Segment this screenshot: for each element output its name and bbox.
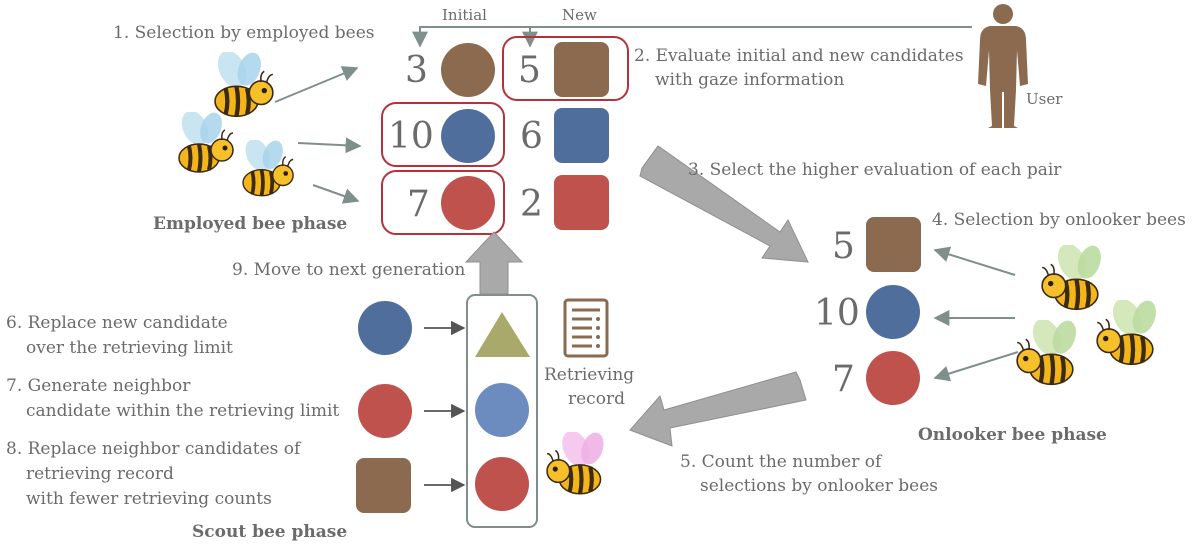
pair-3-initial-candidate xyxy=(441,176,495,230)
scout-phase-label: Scout bee phase xyxy=(192,522,347,542)
step-5-label-line-1: 5. Count the number of xyxy=(680,452,883,472)
pair-3-new-candidate xyxy=(554,175,609,230)
bee-icon xyxy=(238,140,295,198)
user-label: User xyxy=(1026,90,1063,108)
pair-2-new-candidate xyxy=(554,108,609,163)
bee-icon xyxy=(547,426,608,493)
arrow-bee-to-pair-2 xyxy=(297,137,362,154)
step-5-label-line-2: selections by onlooker bees xyxy=(700,476,938,496)
onlooker-phase-label: Onlooker bee phase xyxy=(918,425,1107,445)
person-silhouette-icon xyxy=(978,4,1028,128)
retrieving-record-candidates-box xyxy=(466,294,538,528)
scout-neighbor-candidate xyxy=(475,383,529,437)
arrow-onlooker-to-candidate-3 xyxy=(933,351,1019,382)
pair-1-selected-highlight xyxy=(502,36,629,101)
scout-new-candidate-triangle xyxy=(475,312,530,357)
pair-1-initial-value: 3 xyxy=(405,50,428,91)
step-2-label-line-1: 2. Evaluate initial and new candidates xyxy=(634,46,964,66)
step-7-label-line-1: 7. Generate neighbor xyxy=(6,376,191,396)
pair-2-new-value: 6 xyxy=(520,116,543,157)
retrieving-record-label-line-2: record xyxy=(568,389,625,409)
pair-row-3: 7 2 xyxy=(381,170,609,235)
step-6-label-line-2: over the retrieving limit xyxy=(26,338,233,358)
step-2-label-line-2: with gaze information xyxy=(655,70,844,90)
scout-source-candidate-1 xyxy=(358,301,412,355)
scout-source-candidate-3 xyxy=(356,458,411,513)
pair-3-new-value: 2 xyxy=(520,184,543,225)
onlooker-candidate-2 xyxy=(866,285,920,339)
onlooker-candidate-3 xyxy=(866,351,920,405)
clipboard-list-icon xyxy=(563,298,609,358)
onlooker-value-3: 7 xyxy=(832,359,855,400)
step-4-label: 4. Selection by onlooker bees xyxy=(932,210,1186,230)
pair-3-initial-value: 7 xyxy=(407,184,430,225)
retrieving-record-label-line-1: Retrieving xyxy=(544,365,634,385)
step-6-label-line-1: 6. Replace new candidate xyxy=(6,313,228,333)
pair-2-selected-highlight xyxy=(381,102,505,167)
pair-1-new-value: 5 xyxy=(518,50,541,91)
onlooker-value-2: 10 xyxy=(814,293,860,334)
pair-row-2: 10 6 xyxy=(381,102,609,167)
new-header: New xyxy=(562,6,597,24)
arrow-bee-to-pair-1 xyxy=(274,66,359,103)
bee-icon xyxy=(1042,239,1105,309)
step-7-label-line-2: candidate within the retrieving limit xyxy=(26,401,339,421)
arrow-onlooker-to-candidate-1 xyxy=(933,246,1016,276)
scout-source-candidate-2 xyxy=(358,384,412,438)
scout-replaced-candidate xyxy=(475,457,529,511)
bee-icon xyxy=(1097,294,1160,364)
big-arrow-step-3 xyxy=(639,145,809,263)
pair-1-new-candidate xyxy=(554,42,609,97)
employed-phase-label: Employed bee phase xyxy=(153,214,347,234)
onlooker-candidate-1 xyxy=(866,217,921,272)
onlooker-bees xyxy=(1017,239,1160,384)
bee-icon xyxy=(174,112,235,174)
initial-header: Initial xyxy=(442,6,487,24)
pair-1-initial-candidate xyxy=(441,43,495,97)
big-arrow-step-9 xyxy=(464,231,524,295)
user-to-initial-arrow xyxy=(412,26,972,48)
step-1-label: 1. Selection by employed bees xyxy=(113,23,375,43)
pair-2-initial-value: 10 xyxy=(388,116,434,157)
employed-bees xyxy=(174,46,295,198)
pair-2-initial-candidate xyxy=(441,109,495,163)
arrow-bee-to-pair-3 xyxy=(312,184,360,204)
step-3-label: 3. Select the higher evaluation of each … xyxy=(688,160,1062,180)
step-8-label-line-2: retrieving record xyxy=(26,464,174,484)
bee-icon xyxy=(1017,314,1080,384)
pair-3-selected-highlight xyxy=(381,170,505,235)
step-8-label-line-3: with fewer retrieving counts xyxy=(26,489,272,509)
pair-row-1: 3 5 xyxy=(405,36,629,101)
big-arrow-step-5 xyxy=(629,371,807,447)
onlooker-value-1: 5 xyxy=(832,226,855,267)
step-9-label: 9. Move to next generation xyxy=(232,260,465,280)
step-8-label-line-1: 8. Replace neighbor candidates of xyxy=(6,439,302,459)
bee-icon xyxy=(212,46,273,116)
